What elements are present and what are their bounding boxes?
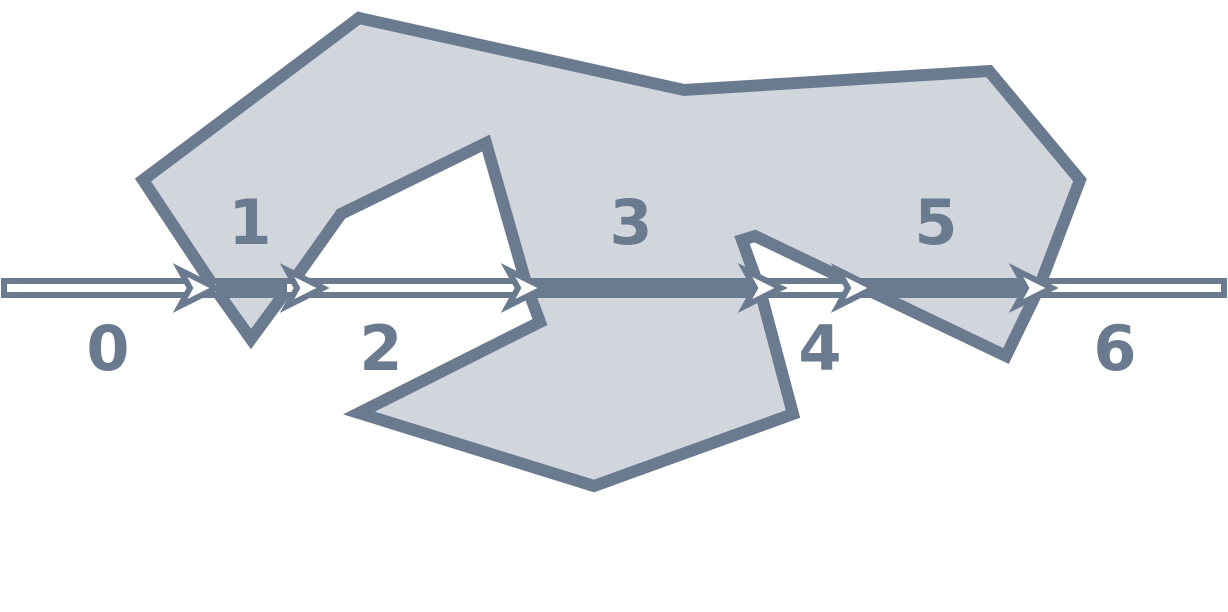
chevron-arrow-icon xyxy=(172,262,223,314)
chevron-arrow-icon xyxy=(737,262,788,314)
segment-label-4: 4 xyxy=(798,312,841,385)
ray-inside-segment-1 xyxy=(216,282,287,295)
segment-label-2: 2 xyxy=(359,312,402,385)
chevron-arrow-icon xyxy=(500,262,551,314)
segment-label-6: 6 xyxy=(1093,312,1136,385)
chevron-arrow-icon xyxy=(1008,262,1059,314)
ray-inside-segment-5 xyxy=(858,282,1038,295)
crossing-markers xyxy=(172,262,1059,314)
segment-label-1: 1 xyxy=(228,186,271,259)
polygon-shape xyxy=(134,11,1087,493)
segment-label-3: 3 xyxy=(609,186,652,259)
segment-label-5: 5 xyxy=(914,186,957,259)
chevron-arrow-icon xyxy=(830,262,881,314)
ray-inside-segment-3 xyxy=(528,282,760,295)
segment-labels: 0 1 2 3 4 5 6 xyxy=(86,186,1136,385)
chevron-arrow-icon xyxy=(279,262,330,314)
segment-label-0: 0 xyxy=(86,312,129,385)
